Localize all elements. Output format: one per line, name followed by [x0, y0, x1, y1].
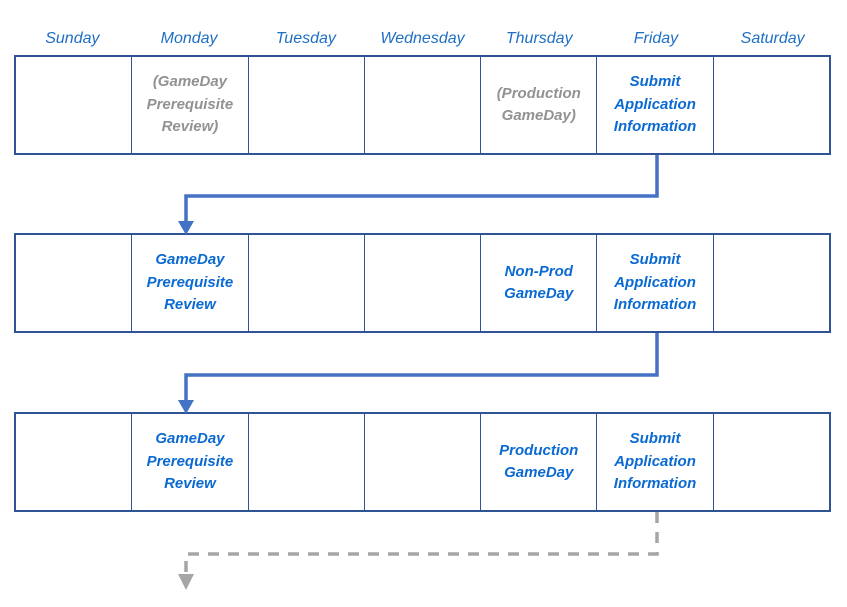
cell-week3-friday: Submit Application Information	[597, 414, 714, 510]
cell-week2-thursday: Non-Prod GameDay	[481, 235, 598, 331]
cell-week1-wednesday	[365, 57, 482, 153]
cell-week3-saturday	[714, 414, 829, 510]
cell-week2-saturday	[714, 235, 829, 331]
cell-week2-friday: Submit Application Information	[597, 235, 714, 331]
cell-week3-monday: GameDay Prerequisite Review	[132, 414, 249, 510]
day-header-friday: Friday	[633, 30, 679, 47]
week-row-3: GameDay Prerequisite Review Production G…	[14, 412, 831, 512]
day-header-monday: Monday	[160, 30, 218, 47]
cell-text: Submit Application Information	[613, 73, 697, 136]
cell-week2-monday: GameDay Prerequisite Review	[132, 235, 249, 331]
day-header-wednesday: Wednesday	[380, 30, 465, 47]
cell-week1-thursday: (Production GameDay)	[481, 57, 598, 153]
cell-text: (Production GameDay)	[496, 84, 581, 125]
cell-text: (GameDay Prerequisite Review)	[146, 73, 234, 136]
cell-week1-friday: Submit Application Information	[597, 57, 714, 153]
day-header-thursday: Thursday	[505, 30, 573, 47]
day-header-sunday: Sunday	[45, 30, 100, 47]
cell-week2-wednesday	[365, 235, 482, 331]
cell-week2-tuesday	[249, 235, 365, 331]
cell-week3-sunday	[16, 414, 133, 510]
cell-week1-saturday	[714, 57, 829, 153]
cell-text: Non-Prod GameDay	[504, 262, 574, 303]
cell-text: Production GameDay	[499, 441, 579, 482]
cell-week1-monday: (GameDay Prerequisite Review)	[132, 57, 249, 153]
day-header-saturday: Saturday	[740, 30, 805, 47]
cell-week2-sunday	[16, 235, 133, 331]
cell-week1-sunday	[16, 57, 133, 153]
connector-week2-to-week3-arrow	[178, 333, 659, 414]
week-row-2: GameDay Prerequisite Review Non-Prod Gam…	[14, 233, 831, 333]
cell-text: GameDay Prerequisite Review	[146, 251, 234, 314]
cell-text: Submit Application Information	[613, 430, 697, 493]
connector-week1-to-week2-arrow	[178, 155, 659, 235]
week-row-1: (GameDay Prerequisite Review) (Productio…	[14, 55, 831, 155]
cell-week1-tuesday	[249, 57, 365, 153]
connector-week3-continues-arrow	[178, 512, 659, 590]
cell-text: Submit Application Information	[613, 251, 697, 314]
cell-text: GameDay Prerequisite Review	[146, 430, 234, 493]
cell-week3-thursday: Production GameDay	[481, 414, 598, 510]
day-header-row: Sunday Monday Tuesday Wednesday Thursday…	[14, 26, 831, 52]
cell-week3-tuesday	[249, 414, 365, 510]
cell-week3-wednesday	[365, 414, 482, 510]
day-header-tuesday: Tuesday	[275, 30, 336, 47]
